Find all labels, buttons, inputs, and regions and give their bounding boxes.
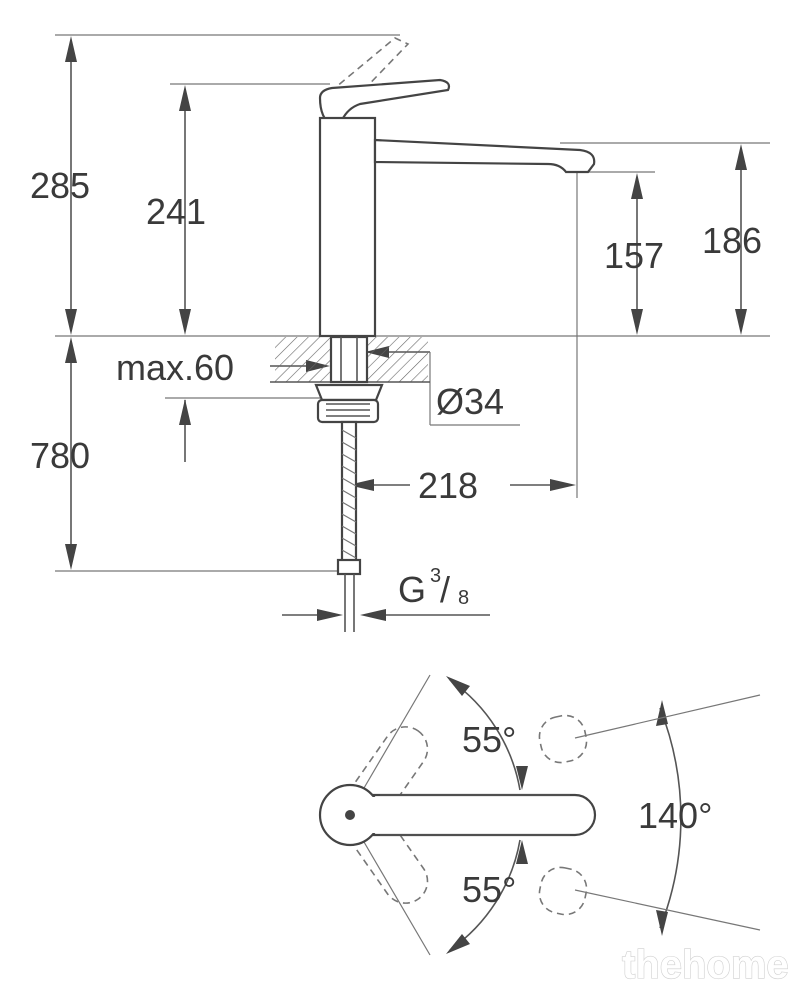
spout bbox=[373, 138, 596, 174]
label-hose-length: 780 bbox=[30, 435, 90, 476]
label-spout-height: 241 bbox=[146, 191, 206, 232]
top-view: 140° 55° 55° bbox=[318, 674, 761, 956]
label-thread-letter: G bbox=[398, 569, 426, 610]
dimension-157: 157 bbox=[604, 173, 664, 335]
label-spout-reach: 218 bbox=[418, 465, 478, 506]
mounting-shank bbox=[329, 335, 369, 384]
mounting-nut bbox=[314, 383, 384, 402]
watermark: thehome bbox=[622, 943, 789, 987]
arc-140 bbox=[659, 707, 682, 929]
label-deck-thickness: max.60 bbox=[116, 347, 234, 388]
label-top-height: 186 bbox=[702, 220, 762, 261]
label-total-height: 285 bbox=[30, 165, 90, 206]
hose-fitting bbox=[336, 558, 362, 576]
lever-top bbox=[318, 783, 597, 847]
dimension-241: 241 bbox=[146, 85, 206, 335]
lever-raised-ghost bbox=[328, 37, 410, 103]
label-swivel-upper: 55° bbox=[462, 719, 516, 760]
dimension-780: 780 bbox=[30, 337, 90, 570]
label-thread-slash: / bbox=[440, 569, 450, 610]
label-thread-den: 8 bbox=[458, 587, 469, 609]
side-view: 285 241 157 186 780 bbox=[30, 34, 770, 632]
column bbox=[318, 116, 377, 338]
dimension-connection: G 3 / 8 bbox=[282, 565, 490, 621]
label-thread-num: 3 bbox=[430, 565, 441, 587]
countertop bbox=[270, 337, 430, 383]
dimension-186: 186 bbox=[702, 144, 762, 335]
label-outlet-height: 157 bbox=[604, 235, 664, 276]
dimension-285: 285 bbox=[30, 36, 90, 335]
dimension-218: 218 bbox=[348, 465, 576, 506]
faucet-body bbox=[314, 37, 596, 632]
label-swivel-total: 140° bbox=[638, 795, 712, 836]
label-hole-diameter: Ø34 bbox=[436, 381, 504, 422]
label-swivel-lower: 55° bbox=[462, 869, 516, 910]
